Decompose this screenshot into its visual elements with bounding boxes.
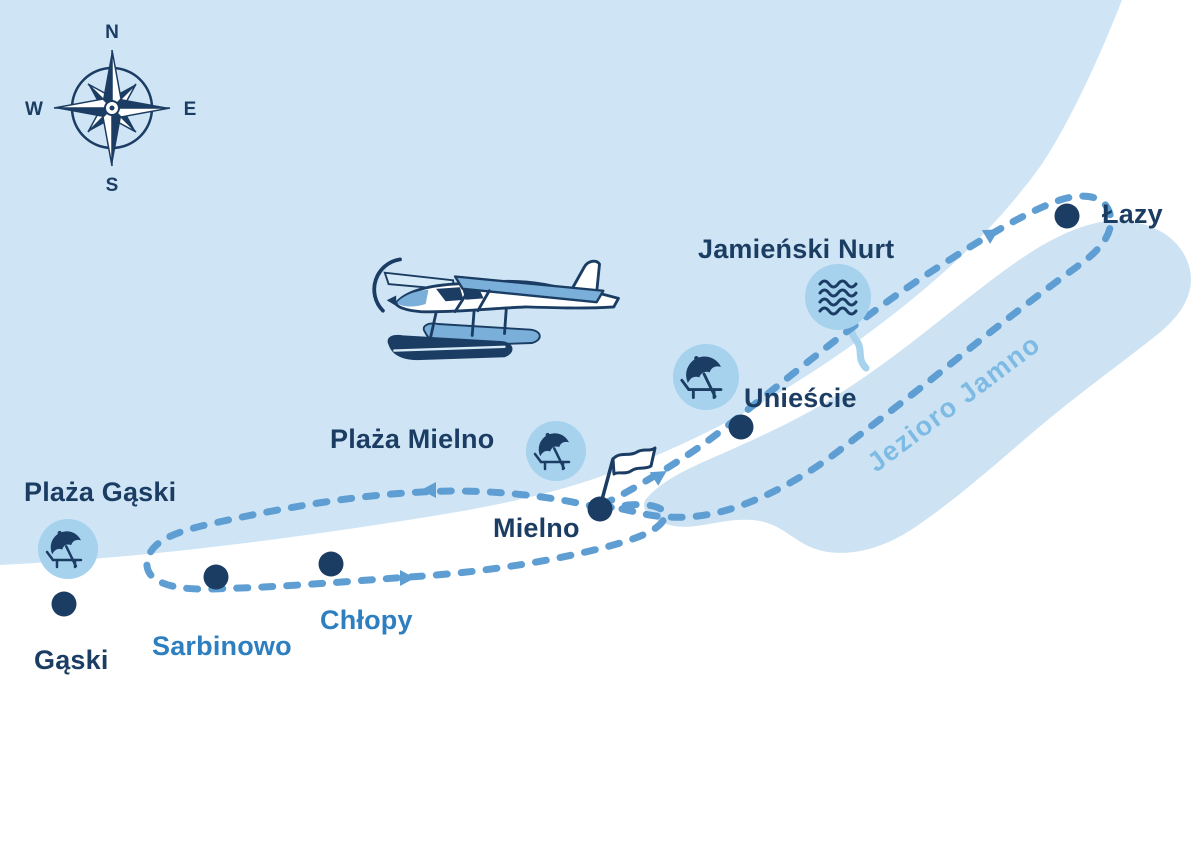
- waves-badge-jamienski-nurt: [805, 264, 871, 330]
- place-label-mielno: Mielno: [493, 513, 580, 543]
- compass-rose-icon: N E S W: [25, 22, 196, 196]
- sea-shape: [0, 0, 1122, 565]
- beach-badge-uniescie: [673, 344, 739, 410]
- compass-label-e: E: [184, 99, 197, 120]
- route-east-loop: [598, 192, 1115, 521]
- compass-label-s: S: [106, 175, 119, 196]
- marker-dot-uniescie: [728, 414, 754, 440]
- place-label-chlopy: Chłopy: [320, 605, 413, 635]
- compass-label-n: N: [105, 22, 119, 43]
- beach-badge-plaza-gaski: [38, 519, 98, 579]
- route-arrow-east: [400, 570, 415, 586]
- place-label-jamienski-nurt: Jamieński Nurt: [698, 234, 895, 264]
- place-label-sarbinowo: Sarbinowo: [152, 631, 292, 661]
- place-label-plaza-gaski: Plaża Gąski: [24, 477, 177, 507]
- compass-label-w: W: [25, 99, 43, 120]
- place-label-uniescie: Unieście: [744, 383, 857, 413]
- marker-dot-sarbinowo: [203, 564, 229, 590]
- marker-dot-mielno: [587, 496, 613, 522]
- waves-icon: [818, 279, 858, 316]
- marker-dot-gaski: [51, 591, 77, 617]
- place-label-lazy: Łazy: [1102, 199, 1163, 229]
- marker-dot-lazy: [1054, 203, 1080, 229]
- marker-dot-chlopy: [318, 551, 344, 577]
- route-west-loop: [143, 487, 669, 593]
- beach-badge-plaza-mielno: [526, 421, 586, 481]
- place-label-plaza-mielno: Plaża Mielno: [330, 424, 495, 454]
- place-label-gaski: Gąski: [34, 645, 109, 675]
- seaplane-icon: [372, 257, 620, 361]
